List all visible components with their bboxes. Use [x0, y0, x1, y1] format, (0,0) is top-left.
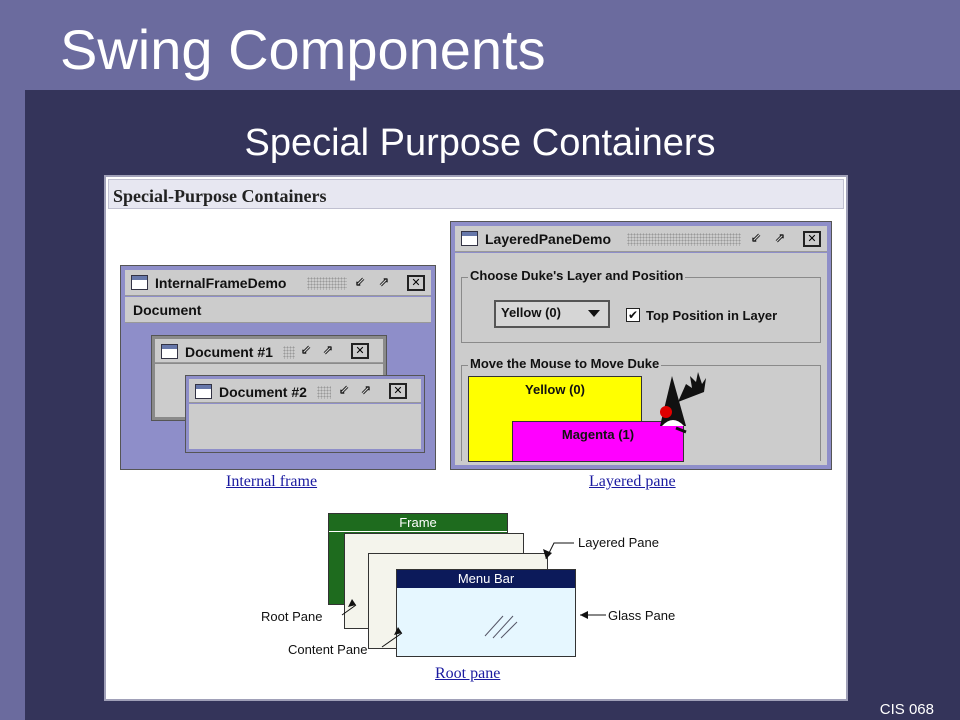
layered-pane-label: Layered Pane [578, 535, 659, 550]
maximize-icon[interactable]: ⇗ [378, 275, 390, 290]
maximize-icon[interactable]: ⇗ [774, 231, 786, 246]
titlebar-grip [283, 346, 295, 359]
left-inner-stripe [25, 90, 58, 720]
screenshot-header-text: Special-Purpose Containers [113, 186, 327, 206]
layer-position-group: Choose Duke's Layer and Position Yellow … [461, 268, 821, 343]
menu-bar-label: Menu Bar [397, 570, 575, 588]
window-icon [195, 384, 212, 399]
root-pane-link[interactable]: Root pane [435, 665, 501, 682]
yellow-layer-label: Yellow (0) [525, 382, 585, 397]
layer-position-group-label: Choose Duke's Layer and Position [468, 268, 686, 283]
magenta-layer[interactable]: Magenta (1) [512, 421, 684, 462]
titlebar-grip [307, 277, 347, 290]
maximize-icon[interactable]: ⇗ [322, 343, 334, 358]
subtitle-text: Special Purpose Containers [244, 122, 716, 164]
layer-combo-value: Yellow (0) [501, 305, 561, 320]
menu-document[interactable]: Document [133, 302, 202, 318]
top-band [0, 0, 960, 90]
maximize-icon[interactable]: ⇗ [360, 383, 372, 398]
slide-subtitle: Special Purpose Containers [0, 124, 960, 162]
content-pane-label: Content Pane [288, 642, 368, 657]
layered-pane-demo-titlebar[interactable]: LayeredPaneDemo ⇙ ⇗ ✕ [455, 226, 827, 252]
window-icon [131, 275, 148, 290]
internal-frame-demo-titlebar[interactable]: InternalFrameDemo ⇙ ⇗ ✕ [125, 270, 431, 296]
footer-course-code: CIS 068 [879, 701, 934, 718]
layered-pane-demo-title: LayeredPaneDemo [485, 231, 612, 247]
top-position-checkbox-label: Top Position in Layer [646, 308, 778, 323]
window-icon [161, 344, 178, 359]
root-pane-label: Root Pane [261, 609, 323, 624]
layered-pane-link[interactable]: Layered pane [589, 473, 676, 490]
magenta-layer-label: Magenta (1) [561, 427, 635, 442]
diagram-callouts [341, 542, 606, 648]
iconify-icon[interactable]: ⇙ [338, 383, 350, 398]
close-icon[interactable]: ✕ [407, 275, 425, 291]
document-1-title: Document #1 [185, 344, 273, 360]
layer-combo-box[interactable]: Yellow (0) [494, 300, 610, 328]
move-duke-group-label: Move the Mouse to Move Duke [468, 356, 662, 371]
glass-pane-label: Glass Pane [608, 608, 676, 623]
titlebar-grip [317, 386, 331, 399]
internal-frame-demo-title: InternalFrameDemo [155, 275, 287, 291]
document-2-titlebar[interactable]: Document #2 ⇙ ⇗ ✕ [189, 379, 421, 403]
internal-frame-demo-desktop: Document Document #1 ⇙ ⇗ ✕ Document # [125, 297, 431, 465]
menu-bar: Document [125, 297, 431, 323]
close-icon[interactable]: ✕ [351, 343, 369, 359]
checkmark-icon: ✔ [627, 308, 639, 322]
document-2-title: Document #2 [219, 384, 307, 400]
frame-bar: Frame [329, 514, 507, 532]
close-icon[interactable]: ✕ [803, 231, 821, 247]
document-2-window[interactable]: Document #2 ⇙ ⇗ ✕ [185, 375, 425, 453]
internal-frame-demo-window[interactable]: InternalFrameDemo ⇙ ⇗ ✕ Document Documen… [120, 265, 436, 470]
iconify-icon[interactable]: ⇙ [354, 275, 366, 290]
move-duke-group: Move the Mouse to Move Duke Yellow (0) M… [461, 356, 821, 462]
root-pane-diagram: Frame Menu Bar Layered Pane Glass Pane R… [106, 177, 846, 699]
iconify-icon[interactable]: ⇙ [300, 343, 312, 358]
internal-frame-link[interactable]: Internal frame [226, 473, 318, 490]
layered-pane-demo-window[interactable]: LayeredPaneDemo ⇙ ⇗ ✕ Choose Duke's Laye… [450, 221, 832, 470]
menu-bar-pane: Menu Bar [396, 569, 576, 657]
screenshot-header: Special-Purpose Containers [108, 179, 844, 209]
document-1-titlebar[interactable]: Document #1 ⇙ ⇗ ✕ [155, 339, 383, 363]
titlebar-grip [627, 233, 741, 246]
special-purpose-containers-screenshot: Special-Purpose Containers InternalFrame… [104, 175, 848, 701]
window-icon [461, 231, 478, 246]
top-position-checkbox[interactable]: ✔ [626, 308, 640, 322]
layered-pane-demo-content: Choose Duke's Layer and Position Yellow … [455, 253, 827, 465]
iconify-icon[interactable]: ⇙ [750, 231, 762, 246]
dropdown-arrow-icon [588, 310, 600, 317]
duke-mascot-icon[interactable] [646, 368, 716, 438]
document-2-content [189, 404, 421, 449]
slide-title: Swing Components [60, 18, 546, 81]
close-icon[interactable]: ✕ [389, 383, 407, 399]
glass-reflection-icon [484, 615, 518, 639]
